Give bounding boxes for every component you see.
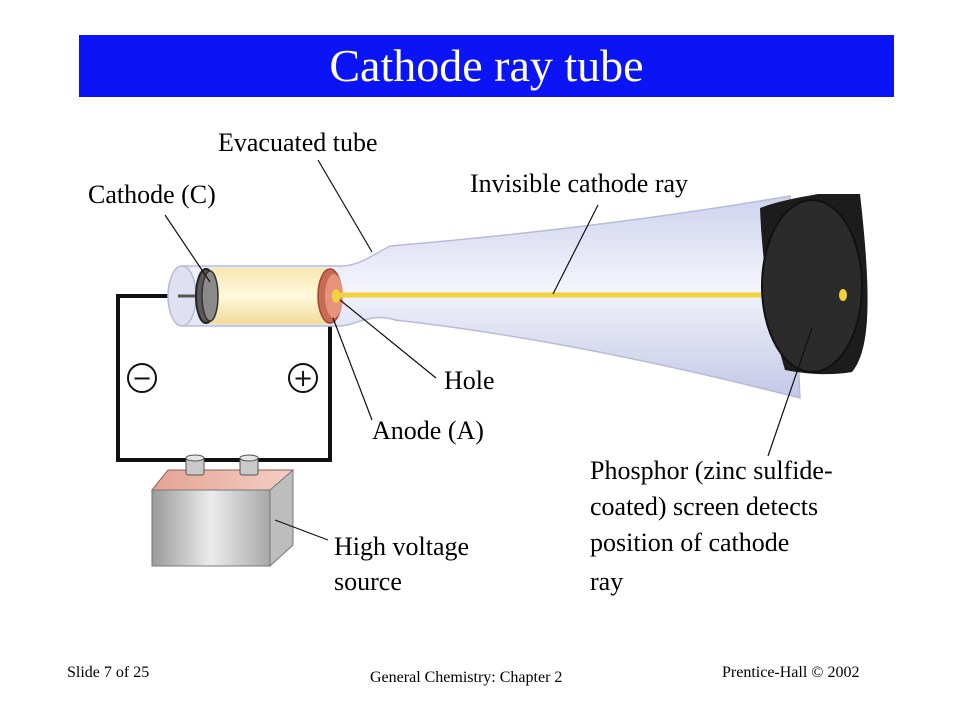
leader-hole: [339, 299, 437, 379]
title-bar: Cathode ray tube: [79, 35, 894, 97]
positive-terminal-symbol: [288, 363, 318, 393]
label-cathode: Cathode (C): [88, 180, 216, 209]
negative-terminal-symbol: [127, 363, 157, 393]
label-hole: Hole: [444, 366, 495, 395]
label-evacuated-tube: Evacuated tube: [218, 128, 378, 157]
circuit-wire: [116, 294, 332, 462]
leader-invisible-ray: [552, 204, 599, 295]
negative-terminal-sign: −: [132, 364, 152, 392]
label-high-voltage-line2: source: [334, 567, 402, 596]
footer-publisher: Prentice-Hall © 2002: [722, 664, 860, 681]
discharge-glow: [208, 268, 330, 324]
battery: [150, 454, 294, 568]
positive-terminal-sign: +: [293, 364, 313, 392]
cathode-electrode: [178, 268, 219, 324]
anode-electrode: [317, 268, 343, 324]
leader-anode: [332, 317, 373, 421]
footer-course: General Chemistry: Chapter 2: [370, 669, 563, 686]
label-phosphor-line2: coated) screen detects: [590, 492, 818, 521]
label-anode: Anode (A): [372, 416, 484, 445]
label-phosphor-line1: Phosphor (zinc sulfide-: [590, 456, 833, 485]
phosphor-screen: [760, 194, 868, 375]
label-invisible-cathode-ray: Invisible cathode ray: [470, 169, 688, 198]
label-high-voltage-line1: High voltage: [334, 532, 469, 561]
footer-slide-number: Slide 7 of 25: [67, 664, 150, 681]
leader-evacuated-tube: [317, 159, 373, 253]
label-phosphor-line3: position of cathode: [590, 528, 789, 557]
slide-title: Cathode ray tube: [329, 40, 644, 91]
label-phosphor-line4: ray: [590, 567, 623, 596]
leader-lines: [164, 159, 813, 541]
leader-phosphor: [767, 327, 813, 457]
leader-high-voltage: [274, 519, 329, 541]
leader-cathode: [164, 214, 211, 283]
screen-glow-spot: [839, 289, 847, 301]
